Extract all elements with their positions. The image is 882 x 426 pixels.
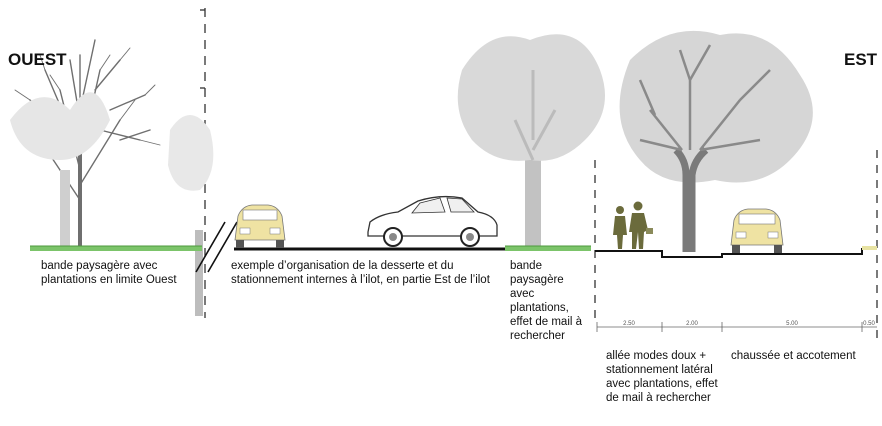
dim-parking: 2.00 xyxy=(686,321,698,327)
car-front-west xyxy=(234,204,286,248)
tree-central-light xyxy=(457,34,605,250)
caption-roadway: chaussée et accotement xyxy=(731,350,856,362)
caption-parking: exemple d’organisation de la desserte et… xyxy=(231,260,490,286)
dim-roadway: 5.00 xyxy=(786,321,798,327)
pedestrians xyxy=(613,201,653,249)
grass-strip-central xyxy=(505,246,591,251)
dim-verge: 0.50 xyxy=(863,321,875,327)
car-front-east xyxy=(730,208,784,253)
ground xyxy=(30,245,877,258)
tree-west-limit-light xyxy=(168,115,214,316)
caption-central-strip: bande paysagère avec plantations, effet … xyxy=(510,260,583,342)
dimension-line: 2.50 2.00 5.00 0.50 xyxy=(596,321,877,332)
caption-west-strip: bande paysagère avec plantations en limi… xyxy=(41,260,177,286)
tree-west-light xyxy=(10,92,110,248)
tree-east xyxy=(619,30,813,252)
car-side xyxy=(367,195,498,247)
dim-walkway: 2.50 xyxy=(623,321,635,327)
caption-walkway: allée modes doux + stationnement latéral… xyxy=(606,350,718,404)
section-break xyxy=(195,221,238,273)
west-label: OUEST xyxy=(8,50,67,69)
grass-strip-west xyxy=(30,246,202,251)
east-label: EST xyxy=(844,50,878,69)
